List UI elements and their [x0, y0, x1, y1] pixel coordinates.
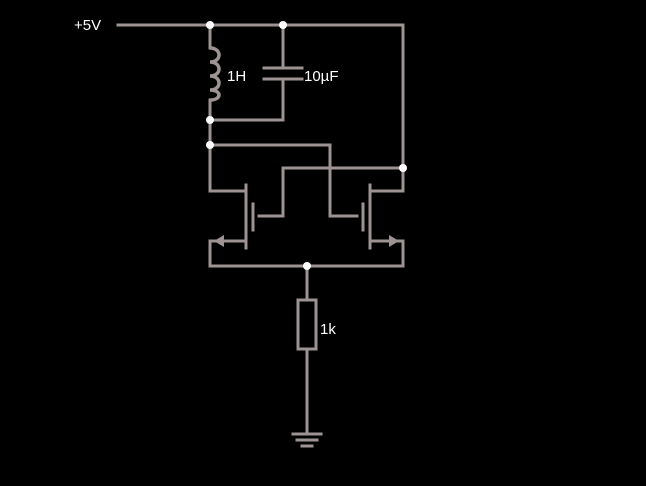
junction-node [206, 21, 214, 29]
supply-rail [116, 23, 405, 170]
junction-node [206, 141, 214, 149]
capacitor-10uf[interactable] [262, 23, 304, 122]
right-mosfet[interactable] [361, 166, 405, 268]
junction-nodes [206, 21, 407, 270]
resistor-1k[interactable] [296, 298, 318, 436]
ground-symbol[interactable] [291, 432, 323, 448]
capacitor-value-label: 10µF [304, 68, 339, 85]
supply-voltage-label: +5V [74, 17, 101, 34]
resistor-value-label: 1k [320, 321, 336, 338]
cross-coupling-wires [208, 143, 405, 218]
junction-node [279, 21, 287, 29]
inductor-1h[interactable] [208, 23, 221, 122]
source-bus [208, 264, 405, 302]
junction-node [206, 116, 214, 124]
inductor-value-label: 1H [227, 68, 246, 85]
junction-node [399, 164, 407, 172]
tank-bottom-wire [208, 118, 285, 147]
left-mosfet[interactable] [208, 143, 255, 268]
junction-node [303, 262, 311, 270]
